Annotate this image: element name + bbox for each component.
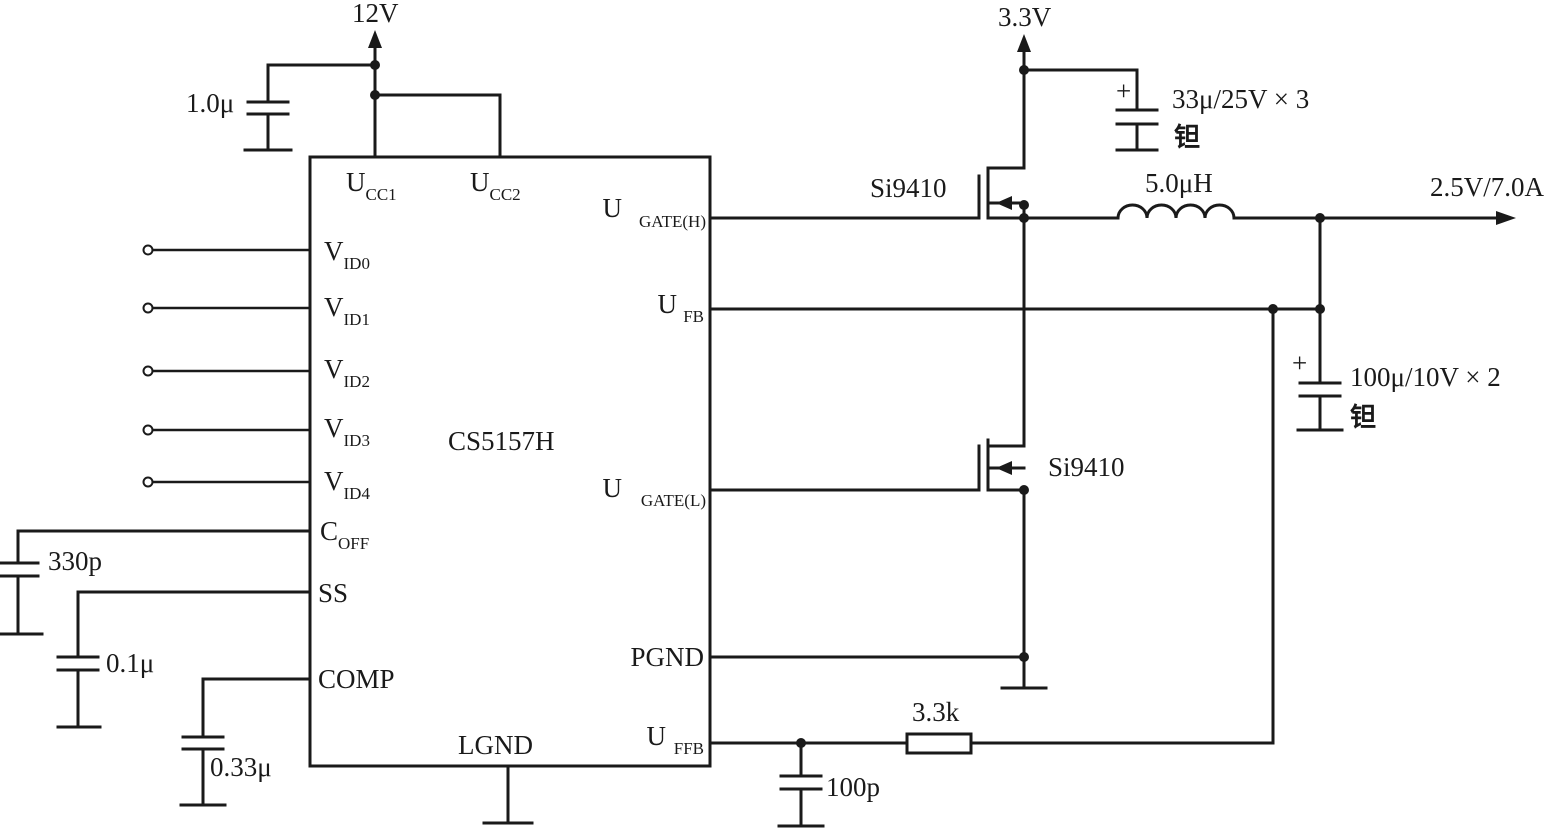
mosfet-high-side: Si9410 <box>708 166 1029 220</box>
capacitor-input-tantalum: + 33μ/25V × 3 钽 <box>1115 76 1309 153</box>
pin-pgnd-label: PGND <box>630 642 704 672</box>
svg-text:+: + <box>1292 348 1307 378</box>
ground-pgnd <box>708 488 1048 690</box>
svg-text:+: + <box>1116 76 1131 106</box>
svg-text:0.33μ: 0.33μ <box>210 752 272 782</box>
ic-name: CS5157H <box>448 426 555 456</box>
pin-lgnd-label: LGND <box>458 730 533 760</box>
pin-vid0-label: VID0 <box>324 236 370 273</box>
mosfet-low-side: Si9410 <box>708 216 1125 495</box>
svg-text:3.3k: 3.3k <box>912 697 960 727</box>
svg-text:33μ/25V × 3: 33μ/25V × 3 <box>1172 84 1309 114</box>
vid-inputs <box>142 244 310 488</box>
ic-body <box>308 155 712 768</box>
pin-ugate-h-sub: GATE(H) <box>639 212 706 231</box>
svg-text:3.3V: 3.3V <box>998 2 1052 32</box>
resistor-ffb: 3.3k <box>905 697 973 755</box>
supply-12v: 12V <box>266 0 502 159</box>
capacitor-ss: 0.1μ <box>56 590 312 729</box>
capacitor-output-tantalum: + 100μ/10V × 2 钽 <box>1292 348 1501 433</box>
ground-lgnd <box>482 764 534 825</box>
pin-ugate-h-label: U <box>603 193 623 223</box>
capacitor-ucc: 1.0μ <box>186 88 293 152</box>
output-rail: 2.5V/7.0A <box>1232 172 1545 385</box>
svg-text:Si9410: Si9410 <box>870 173 947 203</box>
capacitor-comp: 0.33μ <box>179 677 312 807</box>
pin-uffb-sub: FFB <box>674 739 704 758</box>
svg-text:100p: 100p <box>826 772 880 802</box>
pin-coff-label: COFF <box>320 516 369 553</box>
pin-vid1-label: VID1 <box>324 292 370 329</box>
pin-ucc1-label: UCC1 <box>346 167 397 204</box>
capacitor-coff: 330p <box>0 529 312 636</box>
supply-3v3: 3.3V <box>998 2 1139 170</box>
pin-ufb-sub: FB <box>683 307 704 326</box>
pin-uffb-label: U <box>647 721 667 751</box>
pin-ss-label: SS <box>318 578 348 608</box>
svg-text:330p: 330p <box>48 546 102 576</box>
pin-vid4-label: VID4 <box>324 466 370 503</box>
svg-text:5.0μH: 5.0μH <box>1145 168 1213 198</box>
pin-ugate-l-sub: GATE(L) <box>641 491 706 510</box>
svg-text:2.5V/7.0A: 2.5V/7.0A <box>1430 172 1545 202</box>
feedback-ufb <box>708 304 1325 745</box>
svg-text:Si9410: Si9410 <box>1048 452 1125 482</box>
switch-node <box>1019 213 1120 223</box>
svg-text:100μ/10V × 2: 100μ/10V × 2 <box>1350 362 1501 392</box>
svg-text:钽: 钽 <box>1350 403 1376 433</box>
inductor: 5.0μH <box>1116 168 1236 220</box>
pin-ucc2-label: UCC2 <box>470 167 521 204</box>
uffb-network <box>708 738 909 748</box>
pin-vid3-label: VID3 <box>324 413 370 450</box>
pin-vid2-label: VID2 <box>324 354 370 391</box>
svg-text:1.0μ: 1.0μ <box>186 88 234 118</box>
capacitor-ffb: 100p <box>777 741 880 828</box>
svg-text:0.1μ: 0.1μ <box>106 648 154 678</box>
pin-ugate-l-label: U <box>603 473 623 503</box>
svg-text:钽: 钽 <box>1174 123 1200 153</box>
svg-text:12V: 12V <box>352 0 399 28</box>
pin-comp-label: COMP <box>318 664 395 694</box>
pin-ufb-label: U <box>658 289 678 319</box>
